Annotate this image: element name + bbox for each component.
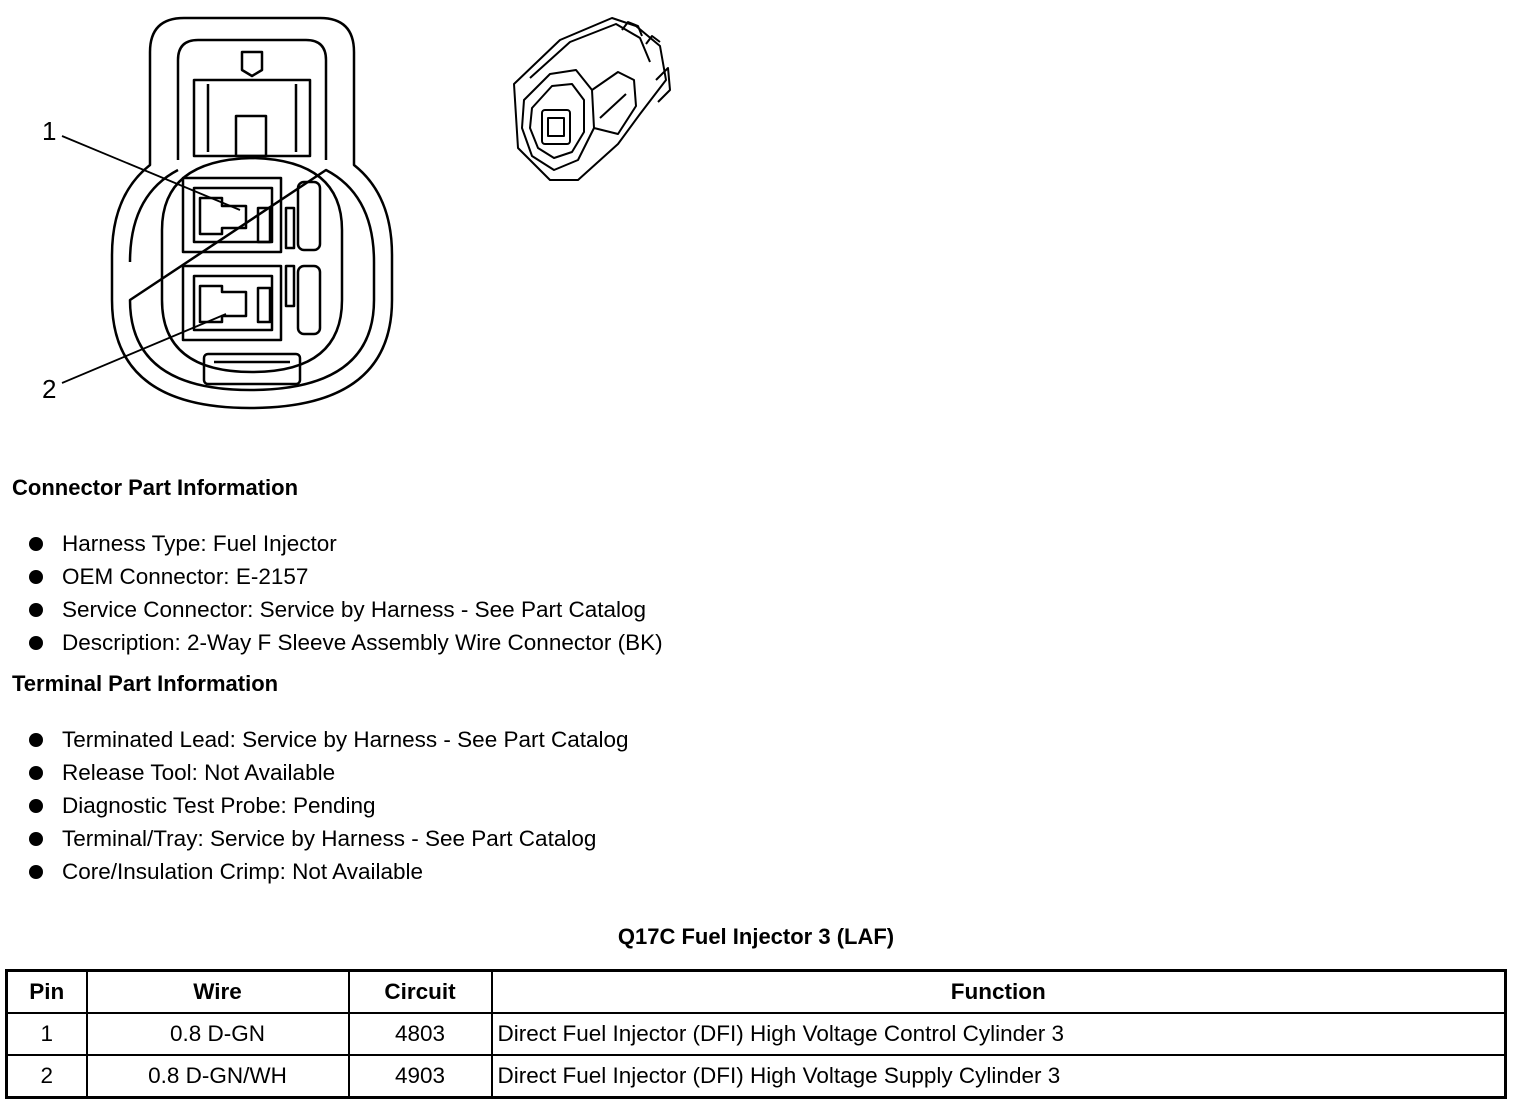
cell-circuit: 4803: [347, 1012, 493, 1056]
terminal-part-info-heading: Terminal Part Information: [12, 671, 279, 696]
table-header-row: Pin Wire Circuit Function: [5, 969, 1507, 1014]
list-item: Service Connector: Service by Harness - …: [28, 593, 663, 626]
cell-wire: 0.8 D-GN: [85, 1012, 350, 1056]
bullet-icon: [29, 832, 43, 846]
bullet-icon: [29, 733, 43, 747]
list-item: Harness Type: Fuel Injector: [28, 527, 663, 560]
list-item: OEM Connector: E-2157: [28, 560, 663, 593]
cell-function: Direct Fuel Injector (DFI) High Voltage …: [490, 1012, 1507, 1056]
bullet-icon: [29, 865, 43, 879]
cell-pin: 2: [5, 1054, 88, 1099]
cell-pin: 1: [5, 1012, 88, 1056]
column-header-function: Function: [490, 969, 1507, 1014]
bullet-icon: [29, 537, 43, 551]
connector-part-info-heading: Connector Part Information: [12, 475, 299, 500]
list-item: Core/Insulation Crimp: Not Available: [28, 855, 629, 888]
list-item: Terminated Lead: Service by Harness - Se…: [28, 723, 629, 756]
cell-function: Direct Fuel Injector (DFI) High Voltage …: [490, 1054, 1507, 1099]
terminal-part-info-list: Terminated Lead: Service by Harness - Se…: [28, 723, 629, 888]
callout-pin-1: 1: [42, 116, 57, 146]
connector-diagram: 1 2: [0, 0, 700, 440]
bullet-icon: [29, 570, 43, 584]
bullet-icon: [29, 603, 43, 617]
list-item: Diagnostic Test Probe: Pending: [28, 789, 629, 822]
column-header-circuit: Circuit: [347, 969, 493, 1014]
pin-table-title: Q17C Fuel Injector 3 (LAF): [617, 924, 895, 949]
bullet-icon: [29, 799, 43, 813]
bullet-icon: [29, 766, 43, 780]
table-row: 2 0.8 D-GN/WH 4903 Direct Fuel Injector …: [5, 1054, 1507, 1099]
column-header-wire: Wire: [85, 969, 350, 1014]
list-item: Terminal/Tray: Service by Harness - See …: [28, 822, 629, 855]
connector-part-info-list: Harness Type: Fuel Injector OEM Connecto…: [28, 527, 663, 659]
column-header-pin: Pin: [5, 969, 88, 1014]
cell-wire: 0.8 D-GN/WH: [85, 1054, 350, 1099]
connector-isometric-view: [513, 17, 671, 181]
callout-pin-2: 2: [42, 374, 57, 404]
bullet-icon: [29, 636, 43, 650]
connector-face-view: [61, 16, 394, 410]
list-item: Description: 2-Way F Sleeve Assembly Wir…: [28, 626, 663, 659]
list-item: Release Tool: Not Available: [28, 756, 629, 789]
cell-circuit: 4903: [347, 1054, 493, 1099]
table-row: 1 0.8 D-GN 4803 Direct Fuel Injector (DF…: [5, 1012, 1507, 1056]
pin-table: Pin Wire Circuit Function 1 0.8 D-GN 480…: [5, 969, 1507, 1099]
